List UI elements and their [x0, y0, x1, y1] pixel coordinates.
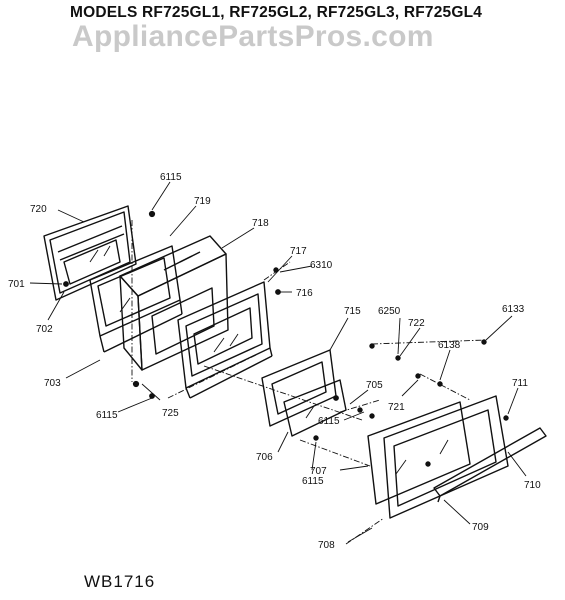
callout-705: 705: [366, 380, 383, 391]
callout-6250: 6250: [378, 306, 401, 317]
callout-labels: 6115 719 720 718 717 6310 716 701 702 70…: [8, 172, 541, 551]
callout-6115-c: 6115: [96, 410, 118, 421]
callout-6133: 6133: [502, 304, 525, 315]
callout-6115-d: 6115: [302, 476, 324, 487]
callout-715: 715: [344, 306, 361, 317]
callout-717: 717: [290, 246, 307, 257]
callout-725: 725: [162, 408, 179, 419]
part-706-glass: [283, 379, 347, 437]
part-710-handle: [433, 427, 547, 503]
callout-6138: 6138: [438, 340, 461, 351]
part-716-inner-door: [177, 281, 273, 399]
callout-711: 711: [512, 378, 528, 389]
part-702-glass: [63, 239, 121, 285]
callout-706: 706: [256, 452, 273, 463]
callout-708: 708: [318, 540, 335, 551]
hardware: [63, 210, 509, 467]
callout-6115-b: 6115: [318, 416, 340, 427]
callout-718: 718: [252, 218, 269, 229]
callout-710: 710: [524, 480, 541, 491]
callout-720: 720: [30, 204, 47, 215]
callout-721: 721: [388, 402, 405, 413]
part-707-glass: [367, 401, 471, 505]
callout-6115: 6115: [160, 172, 182, 183]
callout-702: 702: [36, 324, 53, 335]
diagram-code: WB1716: [84, 572, 156, 591]
part-715-frame: [261, 349, 337, 427]
callout-707: 707: [310, 466, 327, 477]
callout-6310: 6310: [310, 260, 333, 271]
alignment-lines: [131, 220, 487, 545]
callout-716: 716: [296, 288, 313, 299]
callout-709: 709: [472, 522, 489, 533]
callout-719: 719: [194, 196, 211, 207]
part-709-outer-frame: [383, 395, 509, 519]
callout-703: 703: [44, 378, 61, 389]
models-header: MODELS RF725GL1, RF725GL2, RF725GL3, RF7…: [70, 4, 483, 21]
part-720-outer-door: [43, 205, 137, 301]
watermark: AppliancePartsPros.com: [72, 20, 434, 53]
leader-lines: [29, 181, 527, 543]
callout-722: 722: [408, 318, 425, 329]
callout-701: 701: [8, 279, 25, 290]
